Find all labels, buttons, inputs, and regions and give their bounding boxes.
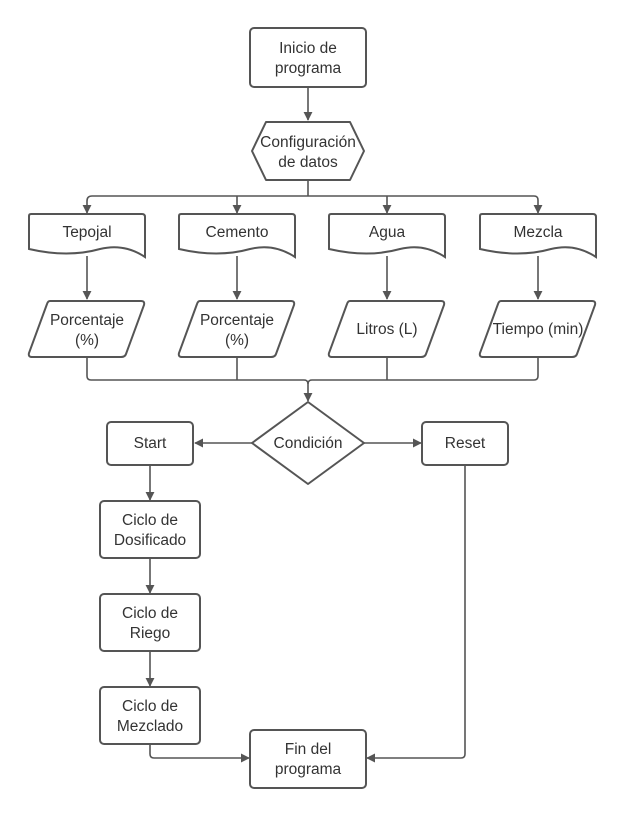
node-agua-line1: Agua bbox=[369, 224, 406, 241]
node-inicio-line2: programa bbox=[275, 60, 342, 77]
edge-porc1-merge bbox=[86, 358, 304, 381]
node-porc2: Porcentaje (%) bbox=[177, 300, 296, 358]
node-start-line1: Start bbox=[134, 435, 167, 452]
node-dosificado: Ciclo de Dosificado bbox=[99, 500, 201, 559]
node-tepojal-line1: Tepojal bbox=[62, 224, 111, 241]
node-tiempo: Tiempo (min) bbox=[478, 300, 597, 358]
node-riego-line2: Riego bbox=[130, 625, 171, 642]
edge-merge-condicion-right bbox=[307, 379, 313, 385]
node-porc2-line1: Porcentaje bbox=[200, 312, 274, 329]
edge-mezclado-fin bbox=[149, 745, 250, 763]
node-condicion: Condición bbox=[251, 401, 365, 485]
node-tepojal: Tepojal bbox=[28, 213, 146, 259]
node-inicio: Inicio de programa bbox=[249, 27, 367, 88]
edge-tiempo-merge bbox=[312, 358, 539, 381]
node-riego: Ciclo de Riego bbox=[99, 593, 201, 652]
edge-config-tepojal bbox=[82, 195, 93, 214]
node-reset-line1: Reset bbox=[445, 435, 486, 452]
node-reset: Reset bbox=[421, 421, 509, 466]
node-mezcla-line1: Mezcla bbox=[513, 224, 562, 241]
node-riego-line1: Ciclo de bbox=[122, 605, 178, 622]
node-mezclado: Ciclo de Mezclado bbox=[99, 686, 201, 745]
node-cemento: Cemento bbox=[178, 213, 296, 259]
edge-branch-bus bbox=[92, 195, 539, 201]
node-dosificado-line1: Ciclo de bbox=[122, 512, 178, 529]
node-porc1: Porcentaje (%) bbox=[27, 300, 146, 358]
node-agua: Agua bbox=[328, 213, 446, 259]
node-mezcla: Mezcla bbox=[479, 213, 597, 259]
node-litros: Litros (L) bbox=[327, 300, 446, 358]
node-porc2-line2: (%) bbox=[225, 332, 249, 349]
node-fin: Fin del programa bbox=[249, 729, 367, 789]
node-fin-line1: Fin del bbox=[285, 741, 332, 758]
node-config: Configuración de datos bbox=[251, 121, 365, 181]
node-cemento-line1: Cemento bbox=[206, 224, 269, 241]
node-porc1-line2: (%) bbox=[75, 332, 99, 349]
node-mezclado-line1: Ciclo de bbox=[122, 698, 178, 715]
node-litros-line1: Litros (L) bbox=[356, 321, 417, 338]
node-config-line1: Configuración bbox=[260, 134, 356, 151]
node-porc1-line1: Porcentaje bbox=[50, 312, 124, 329]
node-start: Start bbox=[106, 421, 194, 466]
node-tiempo-line1: Tiempo (min) bbox=[493, 321, 584, 338]
node-inicio-line1: Inicio de bbox=[279, 40, 337, 57]
node-mezclado-line2: Mezclado bbox=[117, 718, 183, 735]
node-fin-line2: programa bbox=[275, 761, 342, 778]
node-dosificado-line2: Dosificado bbox=[114, 532, 186, 549]
node-config-line2: de datos bbox=[278, 154, 338, 171]
node-condicion-line1: Condición bbox=[274, 435, 343, 452]
edge-reset-fin bbox=[366, 466, 466, 763]
